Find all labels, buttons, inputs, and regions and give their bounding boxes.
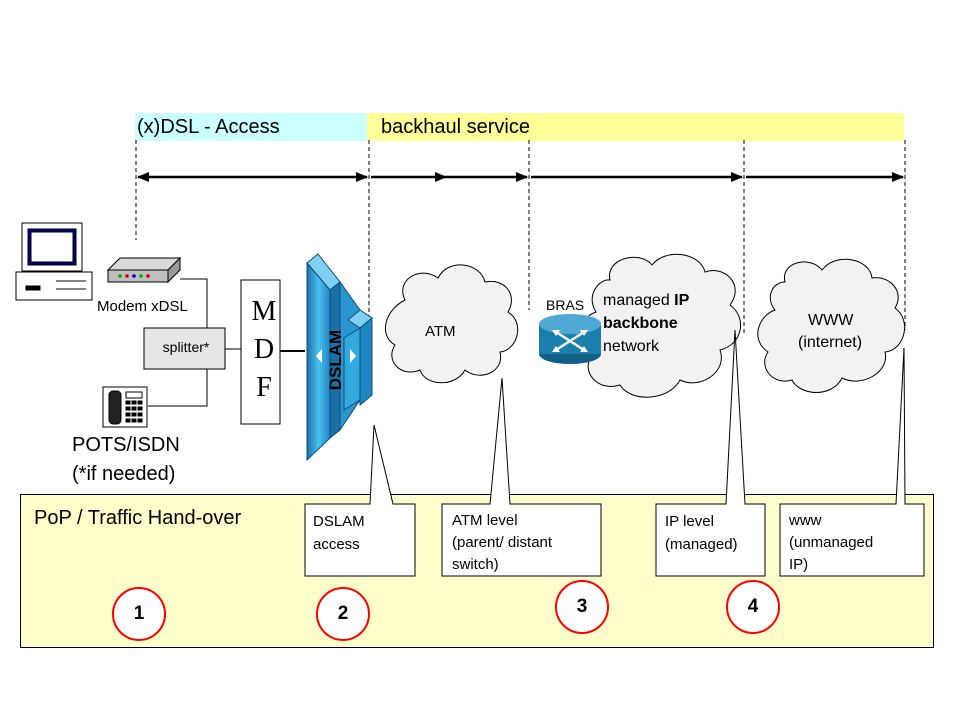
callout-www-line: (unmanaged [789, 534, 874, 551]
wiring [148, 278, 305, 407]
number-circles [112, 580, 780, 641]
number-1: 1 [133, 603, 145, 624]
dslam-label: DSLAM [326, 329, 345, 391]
mdf-letter-d: D [253, 334, 275, 365]
number-4: 4 [747, 596, 759, 617]
ip-cloud-label-line3: network [603, 338, 660, 355]
circle-3 [555, 580, 609, 634]
mdf-letter-f: F [256, 372, 272, 403]
number-2: 2 [337, 603, 349, 624]
phone-icon [102, 386, 148, 428]
ip-cloud-label-managed: managed [603, 292, 675, 309]
pop-title: PoP / Traffic Hand-over [34, 507, 242, 529]
callout-www [779, 347, 925, 577]
splitter-label: splitter* [162, 339, 210, 355]
splitter-box [143, 327, 226, 370]
callouts [304, 329, 925, 577]
backhaul-band: backhaul service [367, 113, 904, 141]
pots-note: (*if needed) [72, 463, 176, 485]
computer-icon [15, 222, 93, 301]
access-band-label: (x)DSL - Access [137, 116, 280, 138]
backhaul-band-label: backhaul service [381, 116, 530, 138]
pots-label: POTS/ISDN [72, 434, 180, 456]
bras-label: BRAS [546, 297, 585, 313]
atm-cloud-label: ATM [425, 323, 456, 340]
circle-2 [316, 587, 370, 641]
ip-cloud-label-ip: IP [674, 292, 690, 309]
ip-cloud-label-line2: backbone [603, 315, 678, 332]
callout-dslam-line: DSLAM [313, 513, 365, 530]
atm-cloud [385, 264, 519, 384]
modem-label: Modem xDSL [97, 298, 188, 315]
callout-ip-line: IP level [665, 513, 714, 530]
bras-router-icon [539, 314, 601, 364]
callout-www-line: www [789, 512, 822, 529]
www-cloud-label-line2: (internet) [798, 334, 863, 351]
callout-dslam-line: access [313, 536, 360, 553]
dashed-separators [135, 140, 906, 335]
callout-atm-line: switch) [452, 556, 499, 573]
number-3: 3 [576, 596, 588, 617]
dslam-icon [306, 253, 373, 462]
ip-cloud-label-line1: managed IP [603, 291, 689, 311]
mdf-box [240, 279, 281, 425]
callout-atm-line: (parent/ distant [452, 534, 553, 551]
callout-www-line: IP) [789, 556, 809, 573]
access-band: (x)DSL - Access [135, 113, 367, 141]
callout-atm [441, 377, 602, 577]
modem-icon [106, 256, 182, 284]
callout-ip-line: (managed) [665, 536, 738, 553]
callout-ip [655, 329, 766, 577]
callout-ip-text: IP level (managed) [665, 510, 738, 556]
callout-atm-line: ATM level [452, 512, 518, 529]
callout-dslam-text: DSLAM access [313, 510, 365, 556]
callout-www-text: www (unmanaged IP) [789, 510, 873, 576]
mdf-letter-m: M [251, 296, 277, 327]
callout-dslam [304, 424, 416, 577]
www-cloud-label-line1: WWW [808, 312, 854, 329]
circle-4 [726, 580, 780, 634]
callout-atm-text: ATM level (parent/ distant switch) [452, 510, 552, 576]
circle-1 [112, 587, 166, 641]
www-cloud [757, 258, 905, 393]
